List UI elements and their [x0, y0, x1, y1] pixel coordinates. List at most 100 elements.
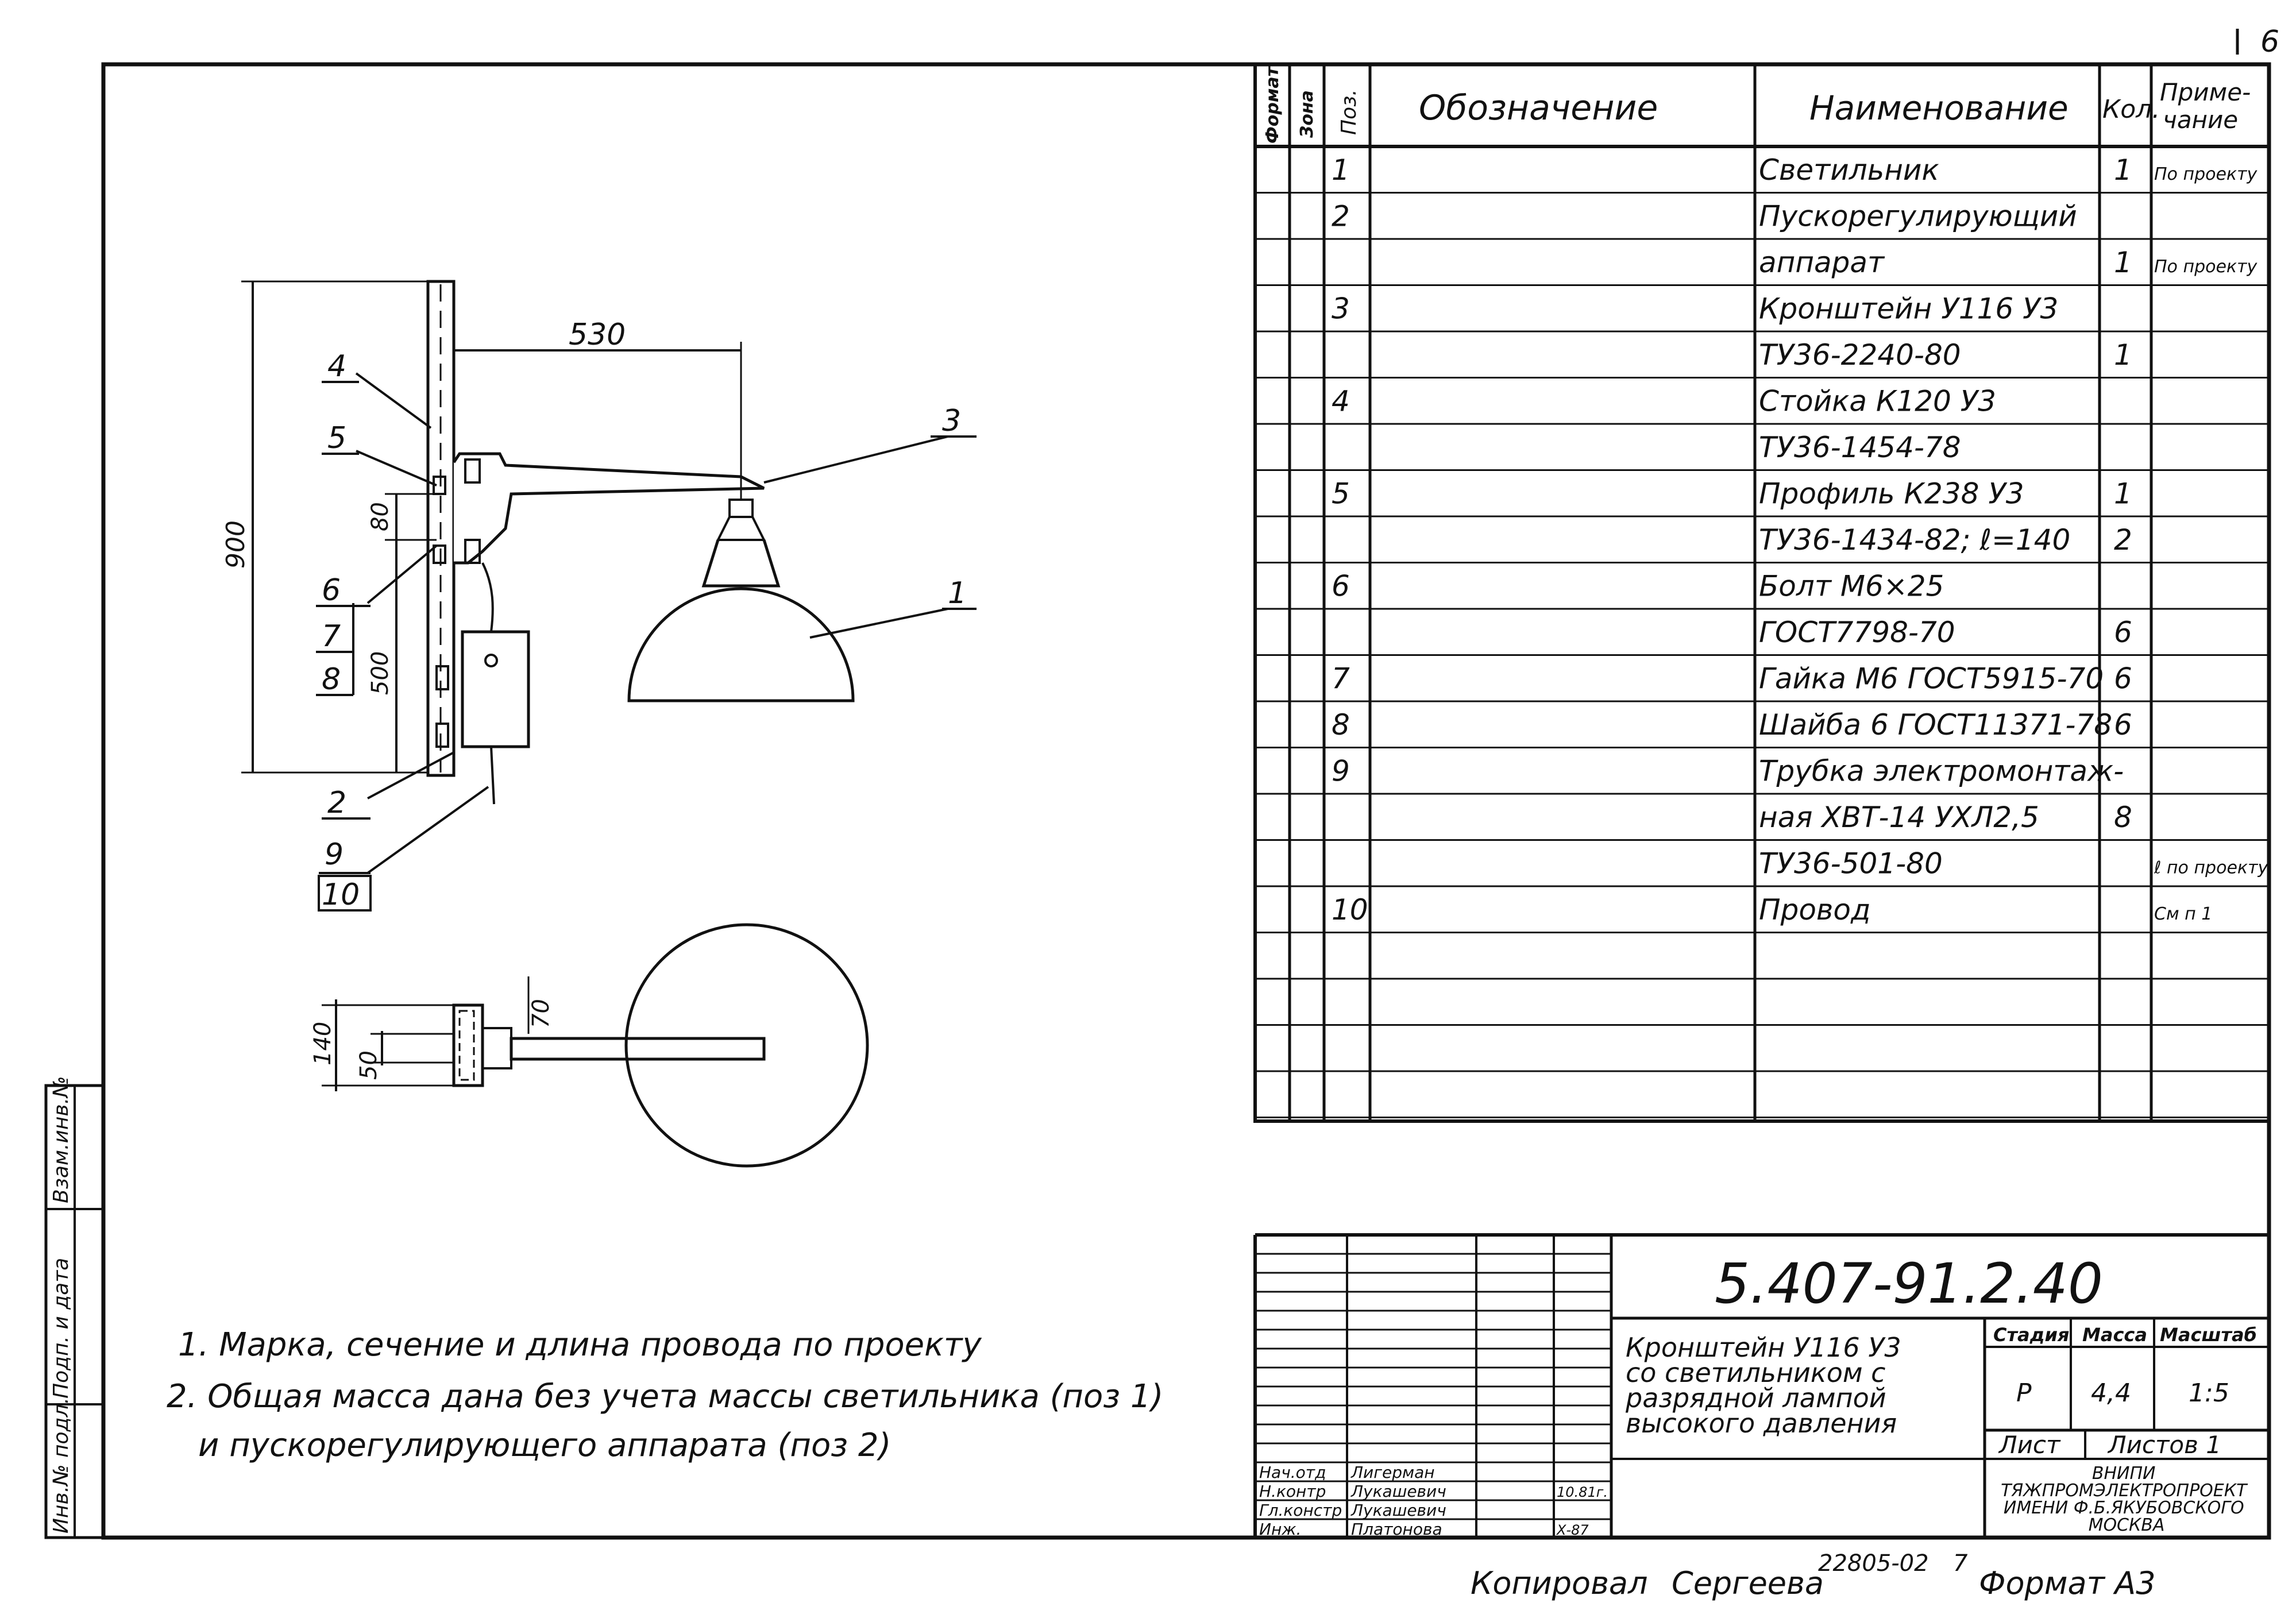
spec-pos: 8: [1332, 708, 1350, 742]
spec-qty: 1: [2114, 338, 2132, 372]
spec-row: 2 Пускорегулирующий: [1332, 199, 2077, 233]
spec-qty: 6: [2114, 616, 2132, 649]
scale-label: Масштаб: [2160, 1324, 2257, 1346]
spec-pos: 1: [1332, 153, 1350, 187]
spec-name: Стойка К120 У3: [1759, 384, 1996, 418]
dim-500: 500: [367, 651, 393, 695]
footer-format: Формат А3: [1979, 1565, 2156, 1601]
stage-value: Р: [2016, 1378, 2032, 1408]
note-3: и пускорегулирующего аппарата (поз 2): [198, 1427, 891, 1464]
dim-530: 530: [569, 318, 626, 352]
signature-role: Инж.: [1259, 1520, 1301, 1539]
signature-name: Лукашевич: [1350, 1482, 1446, 1501]
spec-pos: 2: [1332, 199, 1350, 233]
spec-qty: 6: [2114, 662, 2132, 695]
header-note: Приме- чание: [2160, 78, 2259, 134]
sheet-label: Лист: [1998, 1431, 2061, 1459]
leader-7: 7: [322, 619, 341, 654]
leader-5: 5: [327, 421, 346, 455]
spec-note: См п 1: [2154, 904, 2212, 924]
spec-table-body: 1 Светильник 1 По проекту 2 Пускорегулирующий…: [1332, 153, 2268, 926]
leader-6: 6: [322, 573, 341, 608]
leader-8: 8: [322, 662, 341, 697]
header-qty: Кол.: [2102, 95, 2160, 124]
spec-name: ная ХВТ-14 УХЛ2,5: [1759, 801, 2039, 834]
signature-date: Х-87: [1556, 1522, 1589, 1538]
header-zone: Зона: [1297, 90, 1317, 138]
dim-140: 140: [310, 1022, 336, 1065]
spec-name: Профиль К238 У3: [1759, 477, 2024, 510]
footer-code-suffix: 7: [1953, 1550, 1968, 1577]
spec-pos: 7: [1332, 662, 1350, 695]
footer: Копировал Сергеева 22805-02 7 Формат А3: [1471, 1550, 2156, 1601]
signature-row: Инж. Платонова Х-87: [1259, 1520, 1589, 1539]
signature-row: Гл.констр Лукашевич: [1259, 1501, 1446, 1520]
spec-name: Провод: [1759, 893, 1871, 926]
footer-code: 22805-02: [1818, 1550, 1929, 1577]
leader-2: 2: [327, 786, 346, 820]
bracket-side-view: [241, 280, 977, 912]
spec-pos: 3: [1332, 292, 1350, 325]
spec-qty: 2: [2114, 523, 2132, 557]
stage-label: Стадия: [1993, 1324, 2069, 1346]
spec-name: Гайка М6 ГОСТ5915-70: [1759, 662, 2104, 695]
header-note-line-2: чание: [2163, 106, 2238, 134]
spec-row: ТУ36-1434-82; ℓ=140 2: [1759, 523, 2132, 557]
sheet-number: 6: [2260, 25, 2279, 59]
spec-table-header: Формат Зона Поз. Обозначение Наименовани…: [1263, 65, 2259, 144]
spec-row: 4 Стойка К120 У3: [1332, 384, 1996, 418]
spec-table: [1253, 63, 2271, 1123]
signature-name: Лукашевич: [1350, 1501, 1446, 1520]
stamp-sign-date: Подп. и дата: [49, 1258, 73, 1399]
signature-name: Лигерман: [1350, 1463, 1435, 1482]
spec-note: По проекту: [2154, 257, 2258, 277]
spec-pos: 4: [1332, 384, 1350, 418]
header-format: Формат: [1263, 65, 1283, 144]
note-2: 2. Общая масса дана без учета массы свет…: [167, 1378, 1163, 1415]
sheets-label: Листов 1: [2107, 1431, 2221, 1459]
header-name: Наименование: [1809, 88, 2069, 128]
side-stamp: Взам.инв.№ Подп. и дата Инв.№ подл.: [44, 1076, 105, 1539]
signature-role: Гл.констр: [1259, 1501, 1342, 1520]
spec-qty: 1: [2114, 477, 2132, 510]
header-note-line-1: Приме-: [2160, 78, 2251, 106]
dim-80: 80: [367, 502, 393, 531]
spec-pos: 6: [1332, 569, 1350, 603]
stamp-orig-inv: Инв.№ подл.: [49, 1397, 73, 1534]
note-1: 1. Марка, сечение и длина провода по про…: [178, 1326, 982, 1364]
header-pos: Поз.: [1337, 89, 1361, 135]
spec-name: Пускорегулирующий: [1759, 199, 2077, 233]
spec-name: ТУ36-1434-82; ℓ=140: [1759, 523, 2070, 557]
scale-value: 1:5: [2189, 1378, 2229, 1408]
bracket-top-view: [322, 923, 869, 1168]
stamp-replaced-inv: Взам.инв.№: [49, 1076, 73, 1203]
dim-50: 50: [356, 1051, 382, 1080]
signature-name: Платонова: [1351, 1520, 1442, 1539]
spec-name: Шайба 6 ГОСТ11371-78: [1759, 708, 2112, 742]
spec-row: ТУ36-2240-80 1: [1759, 338, 2132, 372]
side-view-labels: 530 900 80 500 4 5 6 7 8 2 9 10 3 1: [221, 318, 967, 912]
spec-name: ТУ36-2240-80: [1759, 338, 1961, 372]
signature-role: Нач.отд: [1259, 1463, 1326, 1482]
top-view-labels: 140 50 70: [310, 999, 554, 1080]
signature-role: Н.контр: [1259, 1482, 1326, 1501]
spec-row: 6 Болт М6×25: [1332, 569, 1944, 603]
dim-70: 70: [528, 999, 554, 1028]
leader-10: 10: [322, 878, 360, 912]
spec-qty: 1: [2114, 153, 2132, 187]
spec-pos: 9: [1332, 754, 1350, 787]
spec-name: аппарат: [1759, 246, 1885, 279]
spec-name: Светильник: [1759, 153, 1939, 187]
spec-name: Болт М6×25: [1759, 569, 1944, 603]
doc-number: 5.407-91.2.40: [1715, 1252, 2103, 1316]
